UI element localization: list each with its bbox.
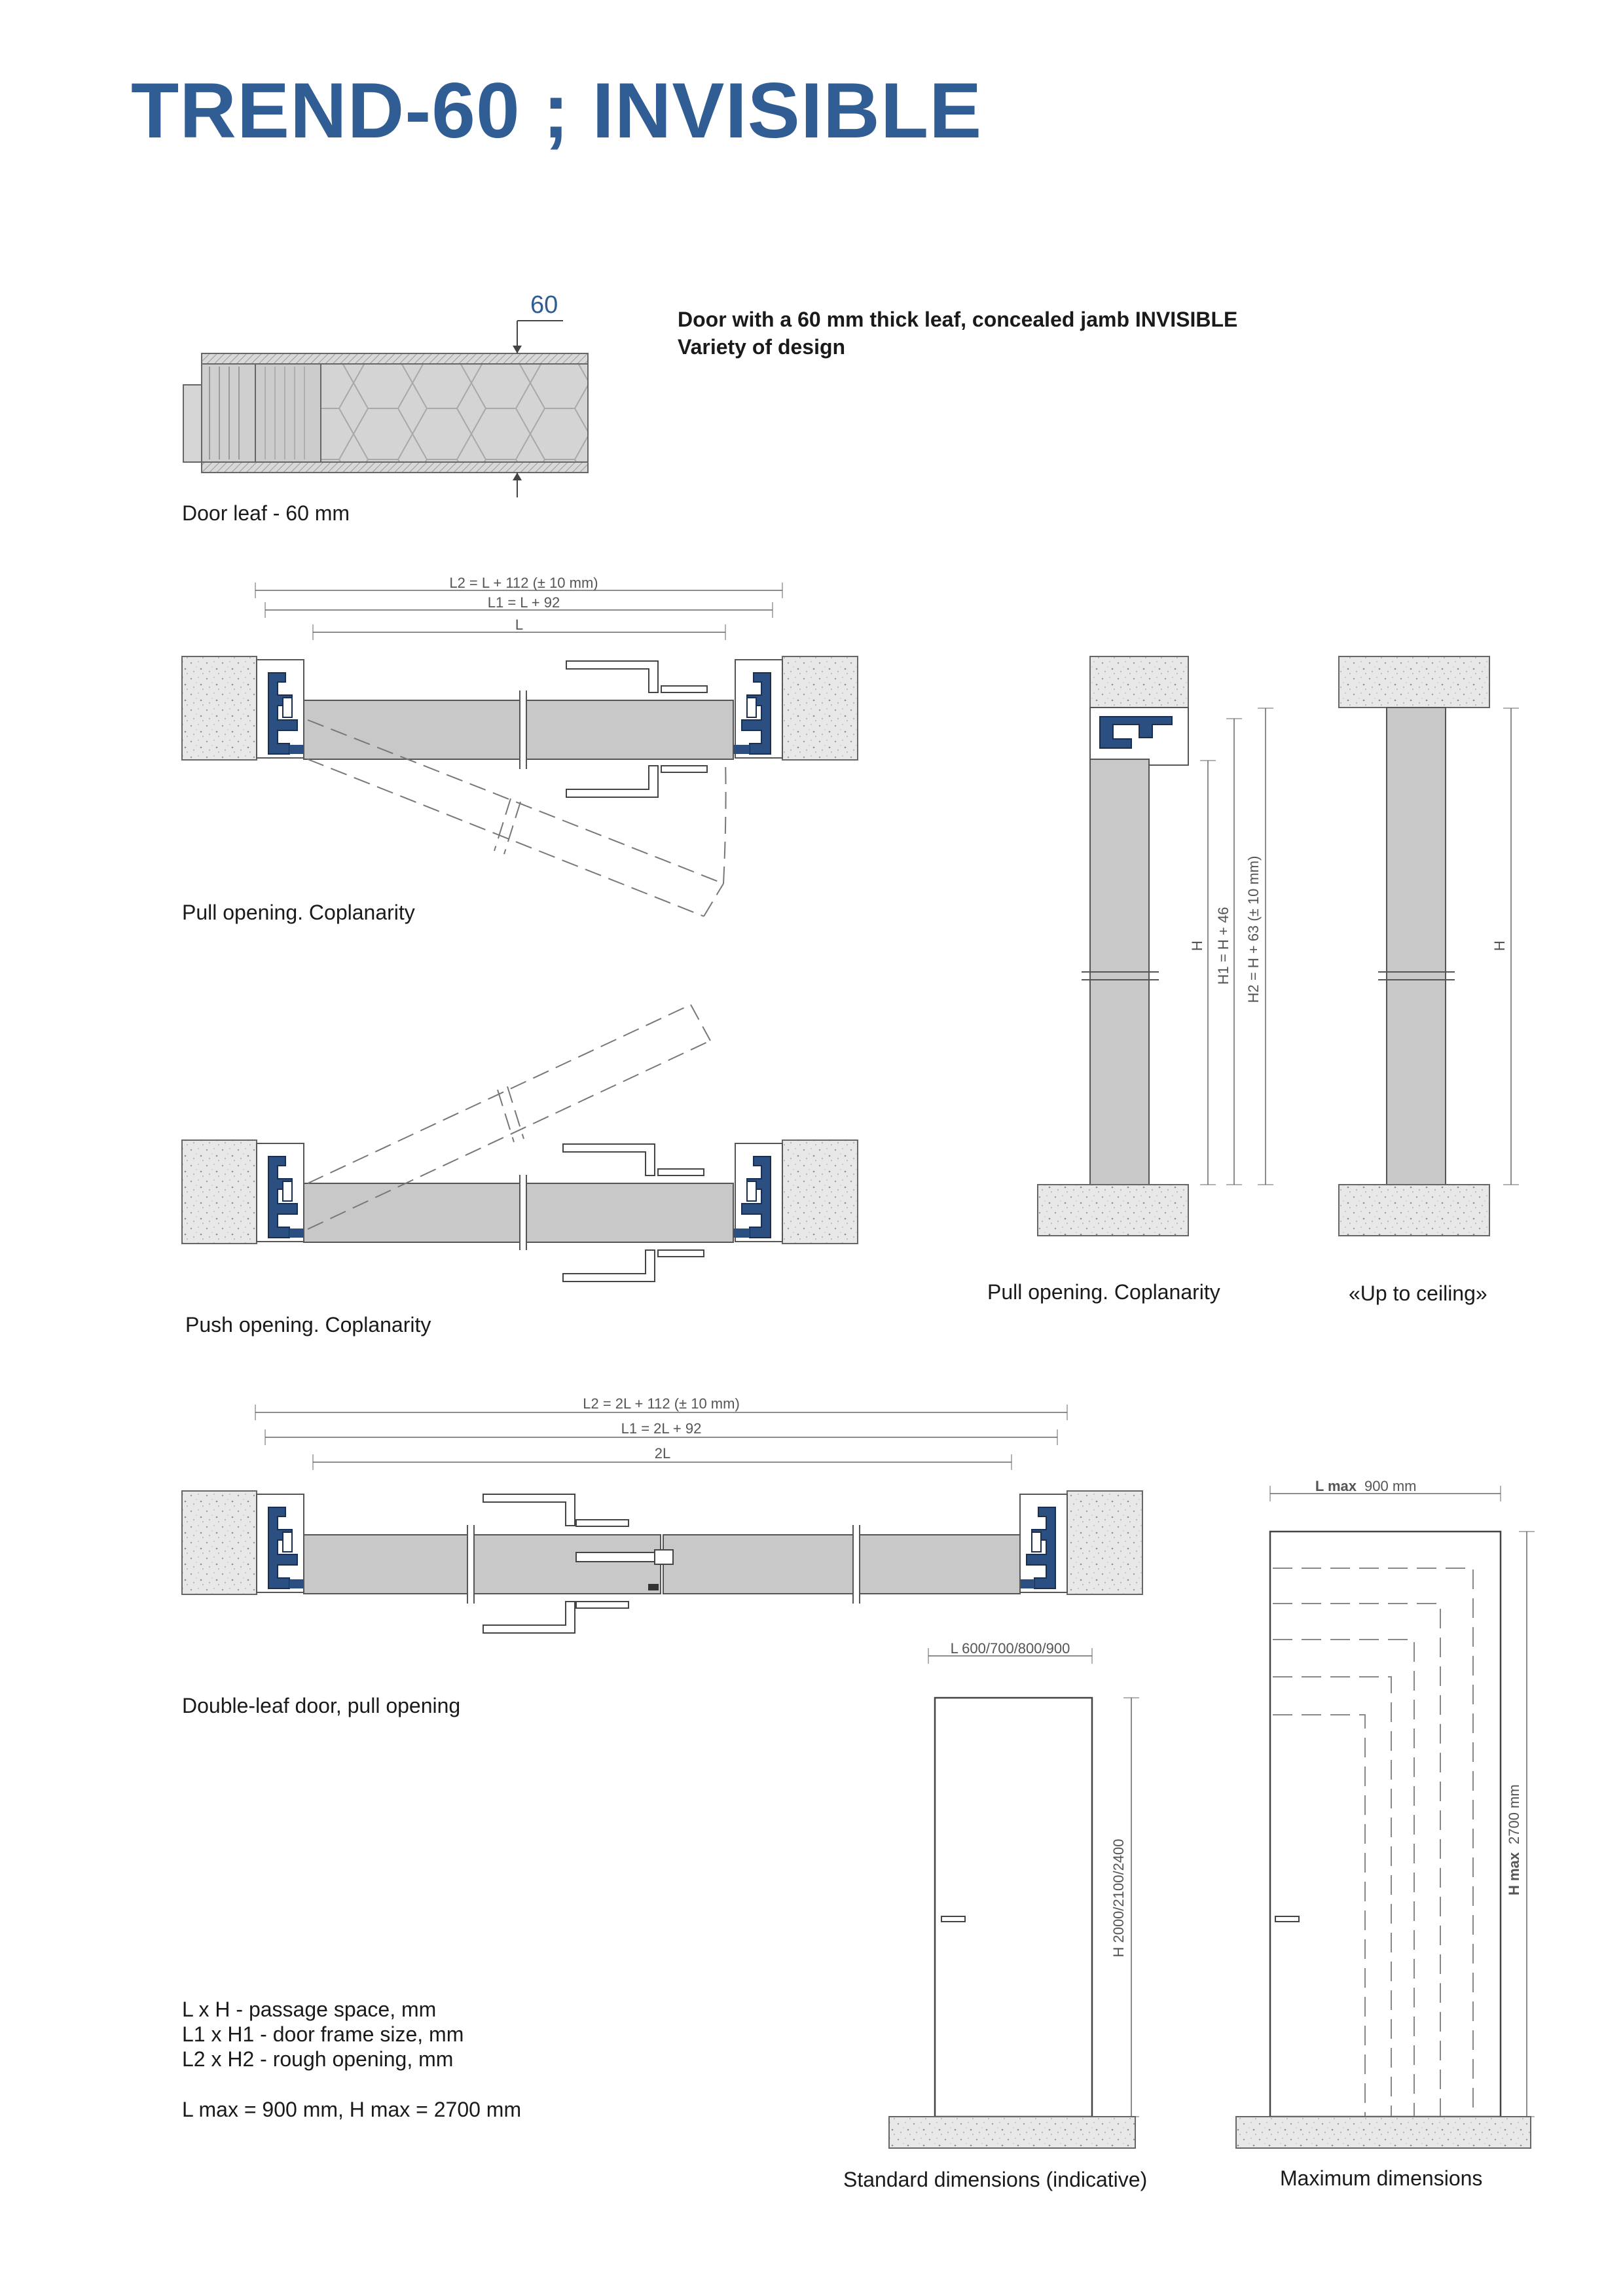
pull-elevation-caption: Pull opening. Coplanarity xyxy=(987,1280,1220,1304)
legend-line-3: L2 x H2 - rough opening, mm xyxy=(182,2047,454,2071)
maximum-door-drawing xyxy=(1235,1486,1535,2149)
legend-line-2: L1 x H1 - door frame size, mm xyxy=(182,2022,464,2046)
leaf-section-drawing xyxy=(183,320,589,497)
pull-dim-l1: L1 = L + 92 xyxy=(488,594,560,611)
pull-elevation-dim-h: H xyxy=(1189,941,1205,951)
maximum-dim-width-value: 900 mm xyxy=(1364,1478,1416,1494)
standard-dim-width: L 600/700/800/900 xyxy=(951,1640,1070,1657)
pull-elevation-drawing xyxy=(1037,656,1273,1236)
standard-caption: Standard dimensions (indicative) xyxy=(843,2168,1148,2191)
legend-line-4: L max = 900 mm, H max = 2700 mm xyxy=(182,2098,522,2121)
pull-elevation-dim-h1: H1 = H + 46 xyxy=(1215,907,1231,985)
ceiling-elevation-dim-h: H xyxy=(1491,941,1508,951)
intro-line-1: Door with a 60 mm thick leaf, concealed … xyxy=(678,308,1238,331)
double-plan-drawing xyxy=(181,1405,1143,1634)
push-plan-caption: Push opening. Coplanarity xyxy=(185,1313,431,1336)
maximum-dim-height-value: 2700 mm xyxy=(1506,1784,1522,1844)
ceiling-elevation-drawing xyxy=(1338,656,1519,1236)
pull-plan-drawing xyxy=(181,583,858,917)
push-plan-drawing xyxy=(181,1004,858,1282)
pull-plan-caption: Pull opening. Coplanarity xyxy=(182,901,415,924)
leaf-caption: Door leaf - 60 mm xyxy=(182,501,350,525)
ceiling-elevation-caption: «Up to ceiling» xyxy=(1349,1282,1487,1305)
pull-dim-l2: L2 = L + 112 (± 10 mm) xyxy=(449,575,598,591)
standard-door-drawing xyxy=(888,1648,1139,2149)
page-title: TREND-60 ; INVISIBLE xyxy=(131,67,983,154)
maximum-caption: Maximum dimensions xyxy=(1280,2166,1483,2190)
pull-dim-l: L xyxy=(515,617,523,633)
double-dim-l2: L2 = 2L + 112 (± 10 mm) xyxy=(583,1395,740,1412)
double-dim-l1: L1 = 2L + 92 xyxy=(621,1420,702,1437)
intro-line-2: Variety of design xyxy=(678,335,846,359)
double-dim-l: 2L xyxy=(655,1445,670,1462)
legend-line-1: L x H - passage space, mm xyxy=(182,1998,437,2021)
double-plan-caption: Double-leaf door, pull opening xyxy=(182,1694,461,1717)
leaf-thickness-label: 60 xyxy=(530,291,558,319)
maximum-dim-width-label: L max xyxy=(1315,1478,1357,1494)
maximum-dim-height-label: H max xyxy=(1506,1852,1522,1895)
standard-dim-height: H 2000/2100/2400 xyxy=(1110,1839,1127,1957)
pull-elevation-dim-h2: H2 = H + 63 (± 10 mm) xyxy=(1245,856,1262,1003)
